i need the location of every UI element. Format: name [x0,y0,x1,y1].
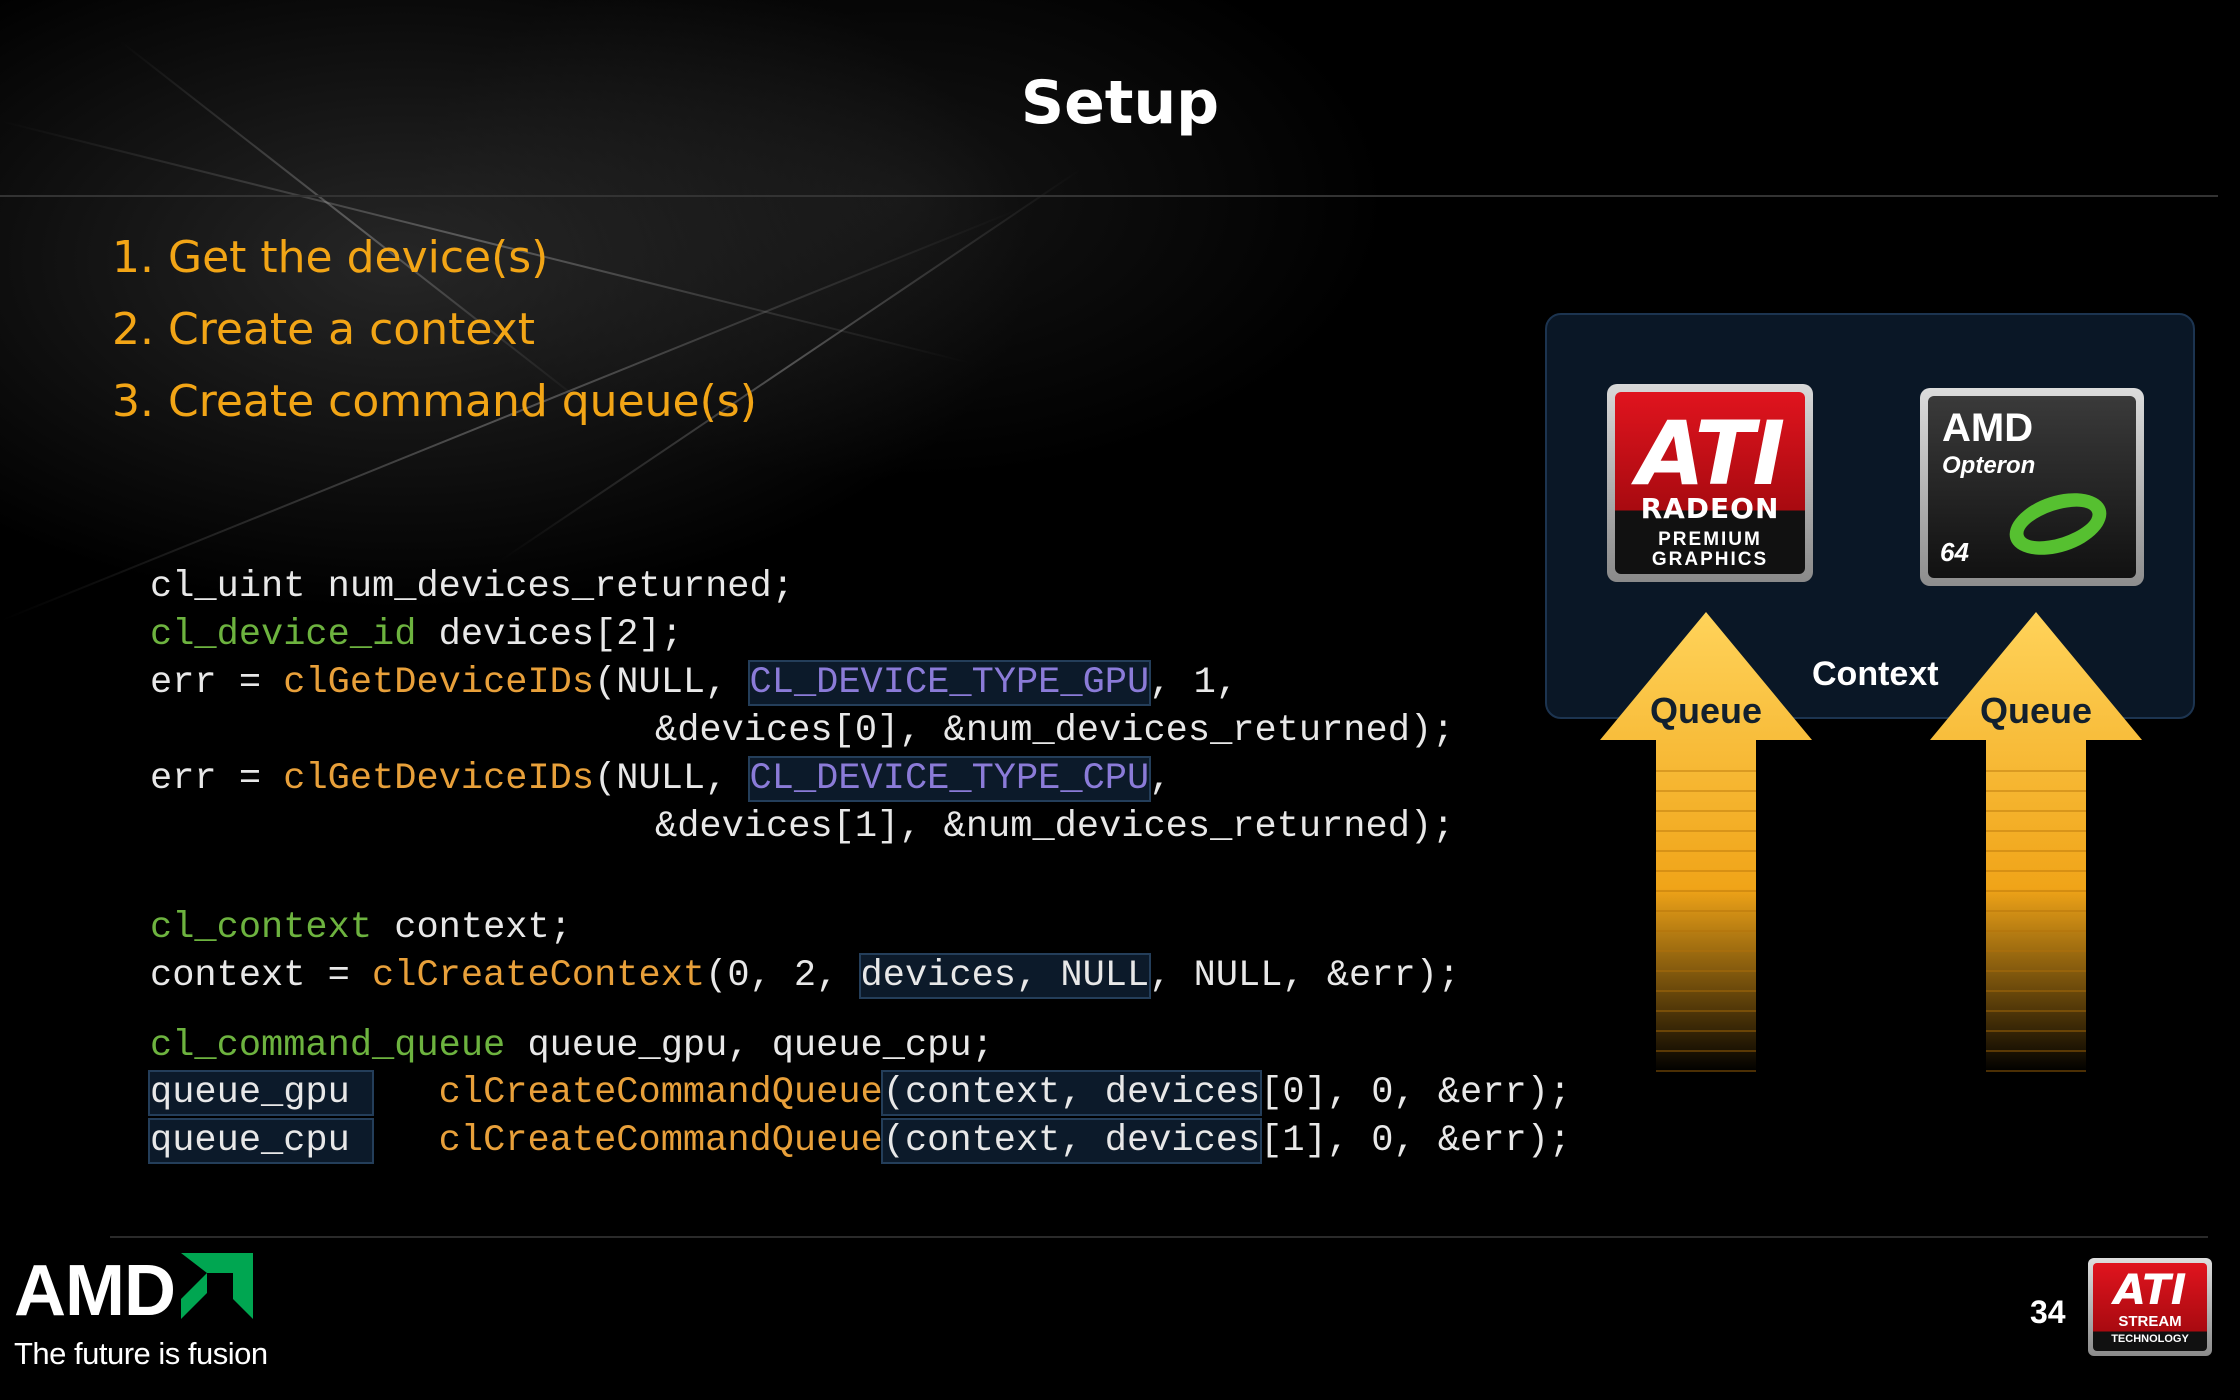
code-text: context; [372,907,572,949]
slide-title: Setup [1020,68,1220,138]
bullet-item: 1. Get the device(s) [112,232,549,283]
code-line: queue_cpu clCreateCommandQueue(context, … [147,1117,1572,1165]
code-text: context = [150,955,373,997]
type-keyword: cl_command_queue [150,1025,506,1067]
code-line: cl_uint num_devices_returned; [150,563,794,611]
code-line: &devices[0], &num_devices_returned); [655,707,1454,755]
code-text: , [1149,758,1172,800]
queue-arrow-right [1930,612,2142,1072]
code-line: cl_context context; [150,904,572,952]
technology-text: TECHNOLOGY [2111,1333,2189,1345]
page-number: 34 [2030,1294,2066,1330]
function-name: clGetDeviceIDs [283,662,595,704]
radeon-text: RADEON [1640,492,1780,525]
opteron-ring-icon [2001,481,2115,567]
bullet-item: 2. Create a context [112,304,535,355]
code-text: [1], 0, &err); [1260,1120,1572,1162]
device-type-constant: CL_DEVICE_TYPE_GPU [747,660,1152,706]
amd-footer-logo: AMD [14,1250,253,1332]
code-line: cl_command_queue queue_gpu, queue_cpu; [150,1022,994,1070]
highlighted-args: devices, NULL [858,953,1152,999]
amd-arrow-icon [180,1253,253,1319]
bullet-list: 1. Get the device(s) 2. Create a context… [112,228,757,444]
function-name: clCreateCommandQueue [438,1072,883,1114]
queue-label: Queue [1979,690,2093,731]
opteron-text: Opteron [1942,452,2036,479]
highlighted-args: (context, devices [880,1118,1263,1164]
queue-arrow-left [1600,612,1812,1072]
code-text: &devices[1], &num_devices_returned); [655,806,1455,848]
code-text: cl_uint num_devices_returned; [150,566,794,608]
code-line: &devices[1], &num_devices_returned); [655,803,1454,851]
code-line: cl_device_id devices[2]; [150,611,683,659]
code-text: (0, 2, [705,955,861,997]
code-line: context = clCreateContext(0, 2, devices,… [150,952,1460,1000]
code-text: , NULL, &err); [1149,955,1461,997]
code-text: devices[2]; [416,614,683,656]
type-keyword: cl_device_id [150,614,417,656]
code-text: err = [150,662,284,704]
highlighted-queue-var: queue_cpu [147,1118,375,1164]
function-name: clGetDeviceIDs [283,758,595,800]
code-text: , 1, [1149,662,1239,704]
footer-divider [110,1236,2208,1238]
context-label: Context [1812,655,1939,693]
code-line: queue_gpu clCreateCommandQueue(context, … [147,1069,1572,1117]
function-name: clCreateContext [372,955,706,997]
ati-stream-badge: ATI STREAM TECHNOLOGY [2088,1258,2212,1356]
amd-opteron-badge: AMD Opteron 64 [1920,388,2144,586]
stream-text: STREAM [2118,1313,2182,1330]
code-text: err = [150,758,284,800]
code-text: (NULL, [594,758,750,800]
bullet-item: 3. Create command queue(s) [112,376,757,427]
highlighted-queue-var: queue_gpu [147,1070,375,1116]
sixtyfour-text: 64 [1940,537,1969,567]
type-keyword: cl_context [150,907,373,949]
code-text: queue_gpu, queue_cpu; [505,1025,994,1067]
ati-stream-logo: ATI [2113,1265,2187,1314]
code-text: &devices[0], &num_devices_returned); [655,710,1455,752]
code-text: (NULL, [594,662,750,704]
highlighted-args: (context, devices [880,1070,1263,1116]
amd-logo: AMD [1942,406,2034,450]
footer-tagline: The future is fusion [14,1336,268,1371]
device-type-constant: CL_DEVICE_TYPE_CPU [747,756,1152,802]
code-line: err = clGetDeviceIDs(NULL, CL_DEVICE_TYP… [150,659,1238,707]
queue-label: Queue [1649,690,1763,731]
code-line: err = clGetDeviceIDs(NULL, CL_DEVICE_TYP… [150,755,1171,803]
function-name: clCreateCommandQueue [438,1120,883,1162]
ati-logo: ATI [1636,402,1785,505]
title-divider [0,195,2218,197]
code-text: [0], 0, &err); [1260,1072,1572,1114]
